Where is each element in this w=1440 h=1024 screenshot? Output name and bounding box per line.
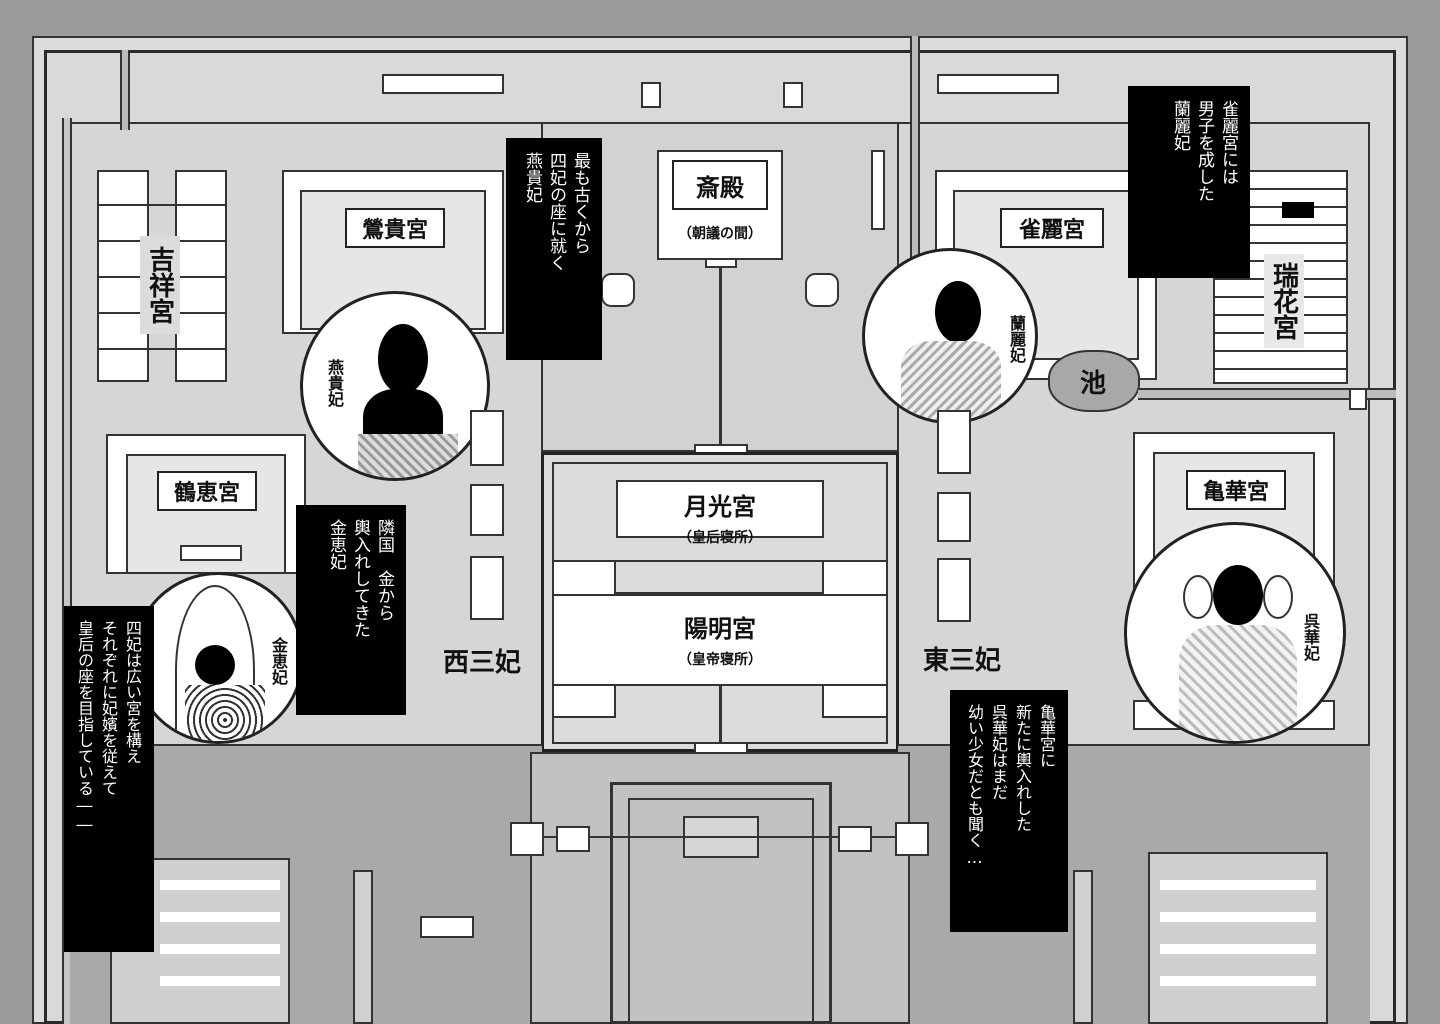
goka-portrait bbox=[1124, 522, 1346, 744]
west-pavilion-2 bbox=[470, 484, 504, 536]
central-axis-line bbox=[719, 262, 722, 452]
kika-label: 亀華宮 bbox=[1186, 470, 1286, 510]
ranrei-portrait bbox=[862, 248, 1038, 424]
enki-caption-line-3: 燕貴妃 bbox=[522, 152, 542, 203]
saiden-label: 斎殿 bbox=[672, 160, 768, 210]
south-crossline bbox=[540, 836, 920, 838]
kinkei-silhouette bbox=[195, 645, 235, 685]
south-gate-w1 bbox=[510, 822, 544, 856]
enki-name: 燕貴妃 bbox=[325, 359, 344, 407]
ranrei-robe bbox=[901, 341, 1001, 421]
jakurei-label: 雀麗宮 bbox=[1000, 208, 1104, 248]
east-pavilion-3 bbox=[937, 558, 971, 622]
kika-caption-line-3: 呉華妃はまだ bbox=[989, 704, 1008, 800]
goka-hair-ring-right bbox=[1263, 575, 1293, 619]
four-consorts-caption: 四妃は広い宮を構え それぞれに妃嬪を従えて 皇后の座を目指している―― bbox=[64, 606, 154, 952]
kinkei-robe bbox=[185, 685, 265, 741]
zuika-dark-cell bbox=[1282, 202, 1314, 218]
dormitory-west-cells bbox=[160, 880, 280, 1000]
saiden-sub-label: （朝議の間） bbox=[678, 226, 762, 242]
enki-silhouette-head bbox=[378, 324, 428, 394]
goka-hair-ring-left bbox=[1183, 575, 1213, 619]
gekkou-block bbox=[552, 560, 888, 594]
four-consorts-line-2: それぞれに妃嬪を従えて bbox=[99, 620, 118, 796]
stream-east bbox=[910, 36, 920, 276]
octagon-west bbox=[601, 273, 635, 307]
south-pavilion-west bbox=[420, 916, 474, 938]
enki-caption-line-2: 四妃の座に就く bbox=[546, 152, 566, 271]
ranrei-caption: 雀麗宮には 男子を成した 蘭麗妃 bbox=[1128, 86, 1250, 278]
enki-caption-line-1: 最も古くから bbox=[570, 152, 590, 254]
south-gate-w2 bbox=[556, 826, 590, 852]
east-consorts-label: 東三妃 bbox=[922, 645, 1001, 676]
ranrei-caption-line-3: 蘭麗妃 bbox=[1170, 100, 1190, 151]
ranrei-silhouette-head bbox=[935, 281, 981, 343]
south-gate-e2 bbox=[895, 822, 929, 856]
youmei-building bbox=[552, 594, 888, 686]
south-gate-e1 bbox=[838, 826, 872, 852]
west-consorts-label: 西三妃 bbox=[442, 647, 521, 678]
kinkei-caption: 隣国 金から 輿入れしてきた 金恵妃 bbox=[296, 505, 406, 715]
youmei-label: 陽明宮 bbox=[684, 614, 756, 643]
west-pavilion-1 bbox=[470, 410, 504, 466]
north-gate-center-left bbox=[641, 82, 661, 108]
kika-caption-line-2: 新たに輿入れした bbox=[1013, 704, 1032, 832]
residence-axis-line bbox=[719, 686, 722, 742]
ranrei-caption-line-1: 雀麗宮には bbox=[1218, 100, 1238, 185]
pond-gate bbox=[1349, 388, 1367, 410]
south-path-east bbox=[1073, 870, 1093, 1024]
enki-portrait bbox=[300, 291, 490, 481]
gekkou-building bbox=[616, 480, 824, 538]
enki-robe bbox=[358, 434, 458, 478]
goka-silhouette-head bbox=[1213, 565, 1263, 625]
dormitory-east-cells bbox=[1160, 880, 1316, 1000]
ouki-label: 鶯貴宮 bbox=[345, 208, 445, 248]
west-pavilion-3 bbox=[470, 556, 504, 620]
east-pavilion-1 bbox=[937, 410, 971, 474]
pond bbox=[1048, 350, 1140, 412]
kakukei-gate bbox=[180, 545, 242, 561]
pond-stream bbox=[1138, 388, 1396, 400]
north-gate-west bbox=[382, 74, 504, 94]
south-path-west bbox=[353, 870, 373, 1024]
kinkei-caption-line-1: 隣国 金から bbox=[374, 519, 394, 621]
south-plaza-inner bbox=[628, 798, 814, 1024]
kinkei-portrait bbox=[132, 572, 304, 744]
kinkei-caption-line-2: 輿入れしてきた bbox=[350, 519, 370, 638]
gekkou-sub-label: （皇后寝所） bbox=[678, 530, 762, 546]
kakukei-label: 鶴恵宮 bbox=[157, 471, 257, 511]
kinkei-name: 金恵妃 bbox=[269, 637, 288, 685]
stream-west bbox=[120, 50, 130, 130]
enki-caption: 最も古くから 四妃の座に就く 燕貴妃 bbox=[506, 138, 602, 360]
kinkei-caption-line-3: 金恵妃 bbox=[326, 519, 346, 570]
youmei-sub-label: （皇帝寝所） bbox=[678, 652, 762, 668]
zuika-label: 瑞花宮 bbox=[1264, 254, 1304, 348]
east-pavilion-2 bbox=[937, 492, 971, 542]
octagon-east bbox=[805, 273, 839, 307]
kika-caption-line-4: 幼い少女だとも聞く… bbox=[965, 704, 984, 867]
kika-caption-line-1: 亀華宮に bbox=[1037, 704, 1056, 768]
kisshou-label: 吉祥宮 bbox=[140, 236, 180, 334]
north-gate-center-right bbox=[783, 82, 803, 108]
goka-robe bbox=[1179, 625, 1297, 741]
east-pavilion-strip bbox=[871, 150, 885, 230]
four-consorts-line-1: 四妃は広い宮を構え bbox=[123, 620, 142, 764]
north-gate-east bbox=[937, 74, 1059, 94]
goka-name: 呉華妃 bbox=[1301, 613, 1320, 661]
four-consorts-line-3: 皇后の座を目指している―― bbox=[75, 620, 94, 834]
gekkou-label: 月光宮 bbox=[684, 492, 756, 521]
kika-caption: 亀華宮に 新たに輿入れした 呉華妃はまだ 幼い少女だとも聞く… bbox=[950, 690, 1068, 932]
stream-west-channel bbox=[62, 118, 72, 1024]
pond-label: 池 bbox=[1079, 368, 1106, 399]
ranrei-caption-line-2: 男子を成した bbox=[1194, 100, 1214, 202]
ranrei-name: 蘭麗妃 bbox=[1007, 315, 1026, 363]
